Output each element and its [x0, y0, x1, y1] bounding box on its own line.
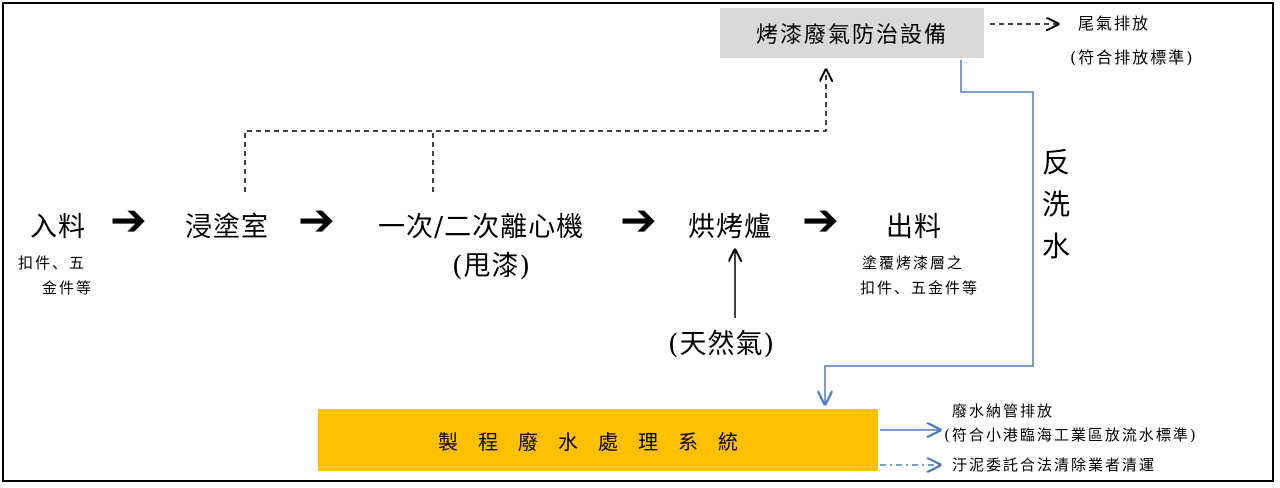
step-centrifuge-sub: (甩漆) [452, 251, 532, 282]
bold-right-arrow-icon: ➔ [620, 195, 657, 246]
step-dip-room: 浸塗室 [185, 212, 269, 243]
waste-gas-treatment-label: 烤漆廢氣防治設備 [755, 23, 948, 48]
step-input-note-line2: 金件等 [42, 279, 94, 297]
step-output: 出料 [886, 212, 942, 243]
fume-line-dip-room [244, 70, 826, 192]
backwash-label: 反 洗 水 [1036, 142, 1076, 268]
bold-right-arrow-icon: ➔ [802, 195, 839, 246]
exhaust-label-line1: 尾氣排放 [1078, 14, 1151, 33]
exhaust-label-line2: (符合排放標準) [1070, 48, 1195, 67]
bold-right-arrow-icon: ➔ [110, 195, 147, 246]
backwash-line [825, 60, 1034, 404]
sludge-label: 汙泥委託合法清除業者清運 [952, 456, 1157, 474]
step-output-note-line2: 扣件、五金件等 [860, 279, 980, 297]
step-oven: 烘烤爐 [688, 212, 772, 243]
backwash-char: 反 [1041, 146, 1070, 179]
backwash-char: 水 [1041, 230, 1070, 263]
step-oven-sub: (天然氣) [668, 329, 776, 360]
wastewater-treatment-label: 製程廢水處理系統 [438, 429, 758, 454]
diagram-frame [2, 2, 1274, 482]
wastewater-treatment-box: 製程廢水處理系統 [318, 409, 878, 471]
step-input-note-line1: 扣件、五 [18, 254, 87, 272]
waste-gas-treatment-box: 烤漆廢氣防治設備 [720, 8, 984, 58]
step-centrifuge: 一次/二次離心機 [378, 212, 585, 243]
discharge-label-line1: 廢水納管排放 [952, 402, 1055, 420]
bold-right-arrow-icon: ➔ [298, 195, 335, 246]
step-output-note-line1: 塗覆烤漆層之 [862, 254, 965, 272]
step-input: 入料 [30, 212, 86, 243]
discharge-label-line2: (符合小港臨海工業區放流水標準) [944, 426, 1198, 444]
backwash-char: 洗 [1041, 188, 1070, 221]
